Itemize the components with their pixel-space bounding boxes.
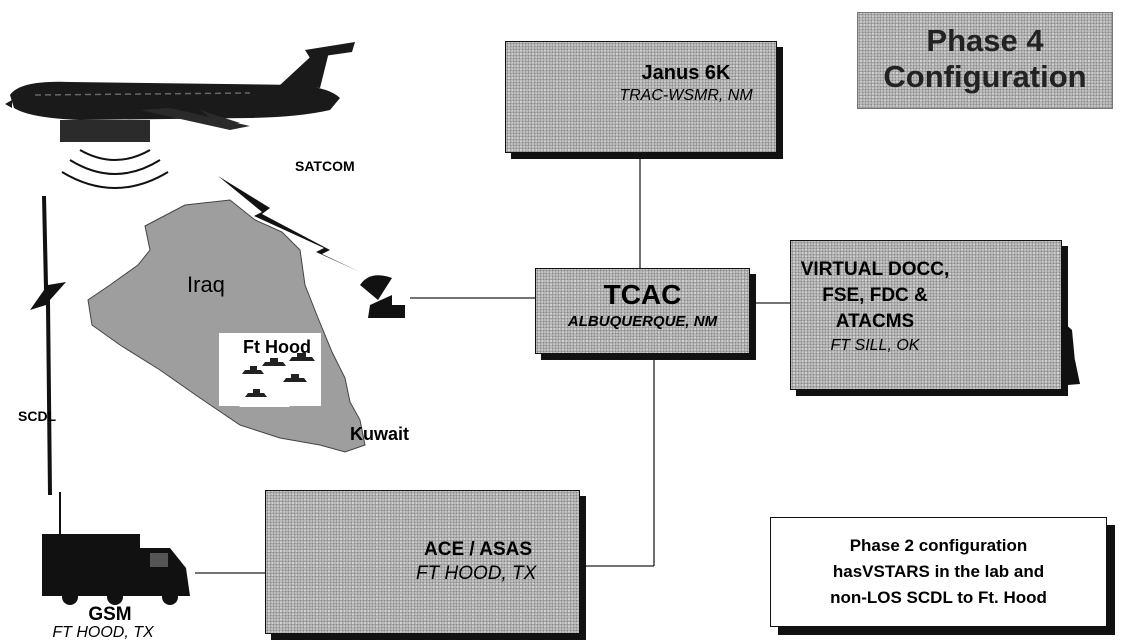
tcac-box: TCAC ALBUQUERQUE, NM	[535, 268, 750, 354]
janus-box: Janus 6K TRAC-WSMR, NM	[505, 41, 777, 153]
note-line1: Phase 2 configuration	[849, 536, 1028, 555]
aircraft-icon	[5, 42, 355, 142]
satellite-dish-icon	[360, 275, 405, 318]
docc-location: FT SILL, OK	[830, 337, 920, 354]
docc-box: VIRTUAL DOCC, FSE, FDC & ATACMS FT SILL,…	[790, 240, 1062, 390]
phase2-note-box: Phase 2 configuration hasVSTARS in the l…	[770, 517, 1107, 627]
iraq-map	[87, 199, 366, 453]
ace-location: FT HOOD, TX	[416, 563, 537, 584]
title-line1: Phase 4	[926, 23, 1044, 58]
iraq-label: Iraq	[187, 272, 225, 297]
satcom-link-icon	[218, 176, 360, 272]
note-line2: hasVSTARS in the lab and	[832, 562, 1045, 581]
note-line3: non-LOS SCDL to Ft. Hood	[830, 588, 1047, 607]
tcac-name: TCAC	[603, 279, 682, 310]
gsm-name: GSM	[88, 604, 132, 625]
scdl-label: SCDL	[18, 408, 57, 424]
title-line2: Configuration	[883, 59, 1087, 94]
ace-name: ACE / ASAS	[424, 539, 533, 560]
radar-waves-icon	[61, 149, 169, 189]
janus-name: Janus 6K	[641, 62, 731, 84]
gsm-truck-icon	[42, 492, 190, 605]
janus-location: TRAC-WSMR, NM	[619, 87, 753, 104]
gsm-location: FT HOOD, TX	[52, 624, 154, 641]
satcom-label: SATCOM	[295, 158, 355, 174]
docc-line2: FSE, FDC &	[822, 285, 928, 306]
ft-hood-map-label: Ft Hood	[243, 337, 311, 357]
scdl-link-icon	[30, 196, 66, 495]
docc-line1: VIRTUAL DOCC,	[800, 259, 950, 280]
ace-asas-box: ACE / ASAS FT HOOD, TX	[265, 490, 580, 634]
ft-hood-inset	[219, 333, 321, 406]
kuwait-label: Kuwait	[350, 424, 410, 444]
docc-line3: ATACMS	[835, 311, 915, 332]
tcac-location: ALBUQUERQUE, NM	[567, 313, 718, 330]
tank-icons	[242, 353, 315, 397]
phase-title-box: Phase 4 Configuration	[857, 12, 1113, 109]
